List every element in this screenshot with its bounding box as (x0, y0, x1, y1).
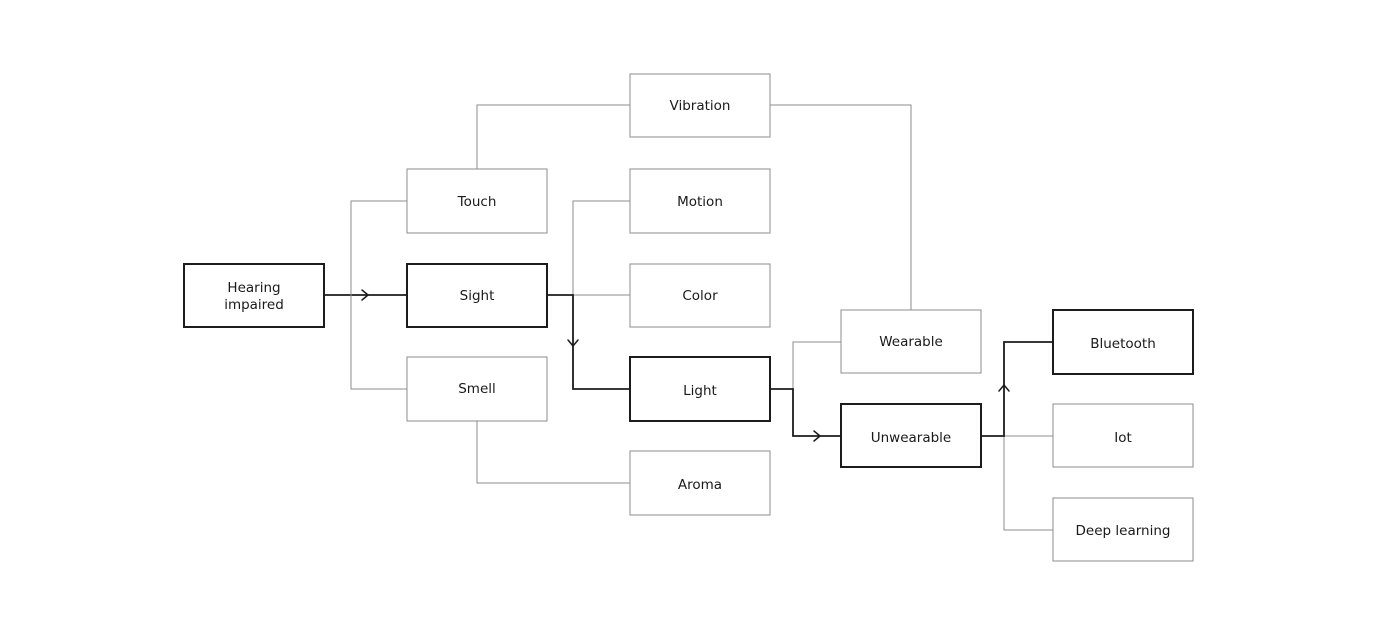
node-aroma[interactable]: Aroma (629, 450, 771, 516)
node-wearable[interactable]: Wearable (840, 309, 982, 374)
node-vibration[interactable]: Vibration (629, 73, 771, 138)
node-deep-learning[interactable]: Deep learning (1052, 497, 1194, 562)
node-hearing-impaired[interactable]: Hearing impaired (183, 263, 325, 328)
node-label: Deep learning (1076, 523, 1171, 539)
edge-touch-vibration (476, 104, 630, 169)
node-bluetooth[interactable]: Bluetooth (1052, 309, 1194, 375)
edge-unwearable-deep-learning (1003, 436, 1053, 531)
node-label: Vibration (670, 98, 731, 114)
node-label: Touch (457, 194, 497, 210)
node-color[interactable]: Color (629, 263, 771, 328)
node-unwearable[interactable]: Unwearable (840, 403, 982, 468)
node-sight[interactable]: Sight (406, 263, 548, 328)
edge-sight-light (547, 294, 630, 390)
node-label: Sight (460, 288, 495, 304)
node-iot[interactable]: Iot (1052, 403, 1194, 468)
edge-sight-motion (572, 200, 630, 295)
edge-light-unwearable (770, 388, 841, 437)
node-label: Iot (1114, 430, 1132, 446)
edge-unwearable-bluetooth (981, 341, 1053, 437)
node-label: Light (683, 383, 717, 399)
node-label: Hearing (227, 280, 280, 296)
edge-smell-aroma (476, 421, 630, 484)
node-label: impaired (224, 297, 284, 313)
arrowheads (361, 289, 1010, 442)
node-label: Aroma (678, 477, 722, 493)
edge-hearing-touch (350, 200, 407, 295)
connectors (324, 104, 1053, 531)
node-light[interactable]: Light (629, 356, 771, 422)
edge-vibration-wearable (770, 104, 912, 310)
node-label: Motion (677, 194, 723, 210)
node-label: Unwearable (871, 430, 952, 446)
node-label: Bluetooth (1090, 336, 1156, 352)
arrow-up-icon (998, 384, 1010, 392)
edge-hearing-smell (350, 295, 407, 390)
arrow-right-icon (361, 289, 369, 301)
node-motion[interactable]: Motion (629, 168, 771, 234)
edge-light-wearable (792, 341, 841, 389)
arrow-down-icon (567, 339, 579, 347)
node-touch[interactable]: Touch (406, 168, 548, 234)
node-smell[interactable]: Smell (406, 356, 548, 422)
arrow-right-icon (813, 430, 821, 442)
node-label: Color (682, 288, 718, 304)
node-label: Smell (458, 381, 496, 397)
node-label: Wearable (879, 334, 943, 350)
